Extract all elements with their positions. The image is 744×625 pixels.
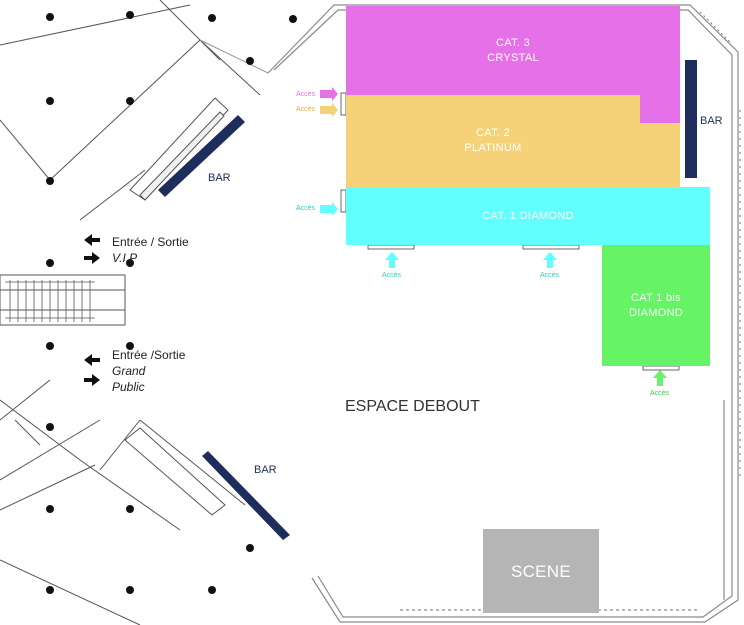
vip-entrance-label: Entrée / Sortie V.I.P bbox=[112, 234, 189, 266]
bar-label-bottom-left: BAR bbox=[254, 464, 277, 476]
zone-cat3-label-2: CRYSTAL bbox=[487, 51, 539, 64]
public-entrance-line2: Grand bbox=[112, 364, 146, 378]
access-label-cat2: Accès bbox=[296, 106, 316, 113]
stage: SCENE bbox=[483, 529, 599, 613]
access-label-cat3: Accès bbox=[296, 91, 316, 98]
zone-cat3-label-1: CAT. 3 bbox=[496, 36, 530, 49]
bar-right bbox=[685, 60, 697, 178]
public-entrance-line1: Entrée /Sortie bbox=[112, 348, 186, 362]
bar-label-right: BAR bbox=[700, 115, 723, 127]
stage-label: SCENE bbox=[510, 561, 572, 581]
bar-bottom-left bbox=[202, 451, 290, 540]
access-label-cat1: Accès bbox=[296, 205, 316, 212]
access-label-cat1bis: Accès bbox=[650, 390, 670, 397]
access-label-cat1-b: Accès bbox=[540, 272, 560, 279]
access-label-cat1-a: Accès bbox=[382, 272, 402, 279]
zone-cat1-label: CAT. 1 DIAMOND bbox=[482, 209, 574, 222]
zone-cat1[interactable]: CAT. 1 DIAMOND bbox=[346, 187, 710, 245]
public-entrance-label: Entrée /Sortie Grand Public bbox=[112, 347, 185, 395]
zone-cat1bis-label-2: DIAMOND bbox=[628, 306, 684, 319]
access-arrows bbox=[320, 87, 667, 386]
escalator bbox=[5, 280, 95, 322]
bars bbox=[158, 60, 697, 540]
vip-entrance-line2: V.I.P bbox=[112, 251, 138, 265]
door-markers bbox=[340, 92, 680, 371]
public-entrance-line3: Public bbox=[112, 380, 145, 394]
entrance-arrows bbox=[84, 234, 100, 386]
zone-cat2-label-2: PLATINUM bbox=[464, 142, 522, 154]
bar-label-top-left: BAR bbox=[208, 172, 231, 184]
building-structure bbox=[0, 0, 269, 625]
columns bbox=[46, 11, 297, 594]
zone-cat2-label-1: CAT. 2 bbox=[476, 127, 510, 139]
bar-top-left bbox=[158, 115, 245, 197]
zone-cat3[interactable]: CAT. 3 CRYSTAL bbox=[346, 6, 680, 95]
zone-cat2-extension bbox=[640, 123, 680, 187]
espace-debout-label: ESPACE DEBOUT bbox=[345, 398, 480, 415]
vip-entrance-line1: Entrée / Sortie bbox=[112, 235, 189, 249]
zone-cat1bis-label-1: CAT 1 bis bbox=[631, 291, 681, 304]
zone-cat1bis[interactable]: CAT 1 bis DIAMOND bbox=[602, 245, 710, 366]
zone-cat2[interactable]: CAT. 2 PLATINUM bbox=[346, 95, 640, 187]
